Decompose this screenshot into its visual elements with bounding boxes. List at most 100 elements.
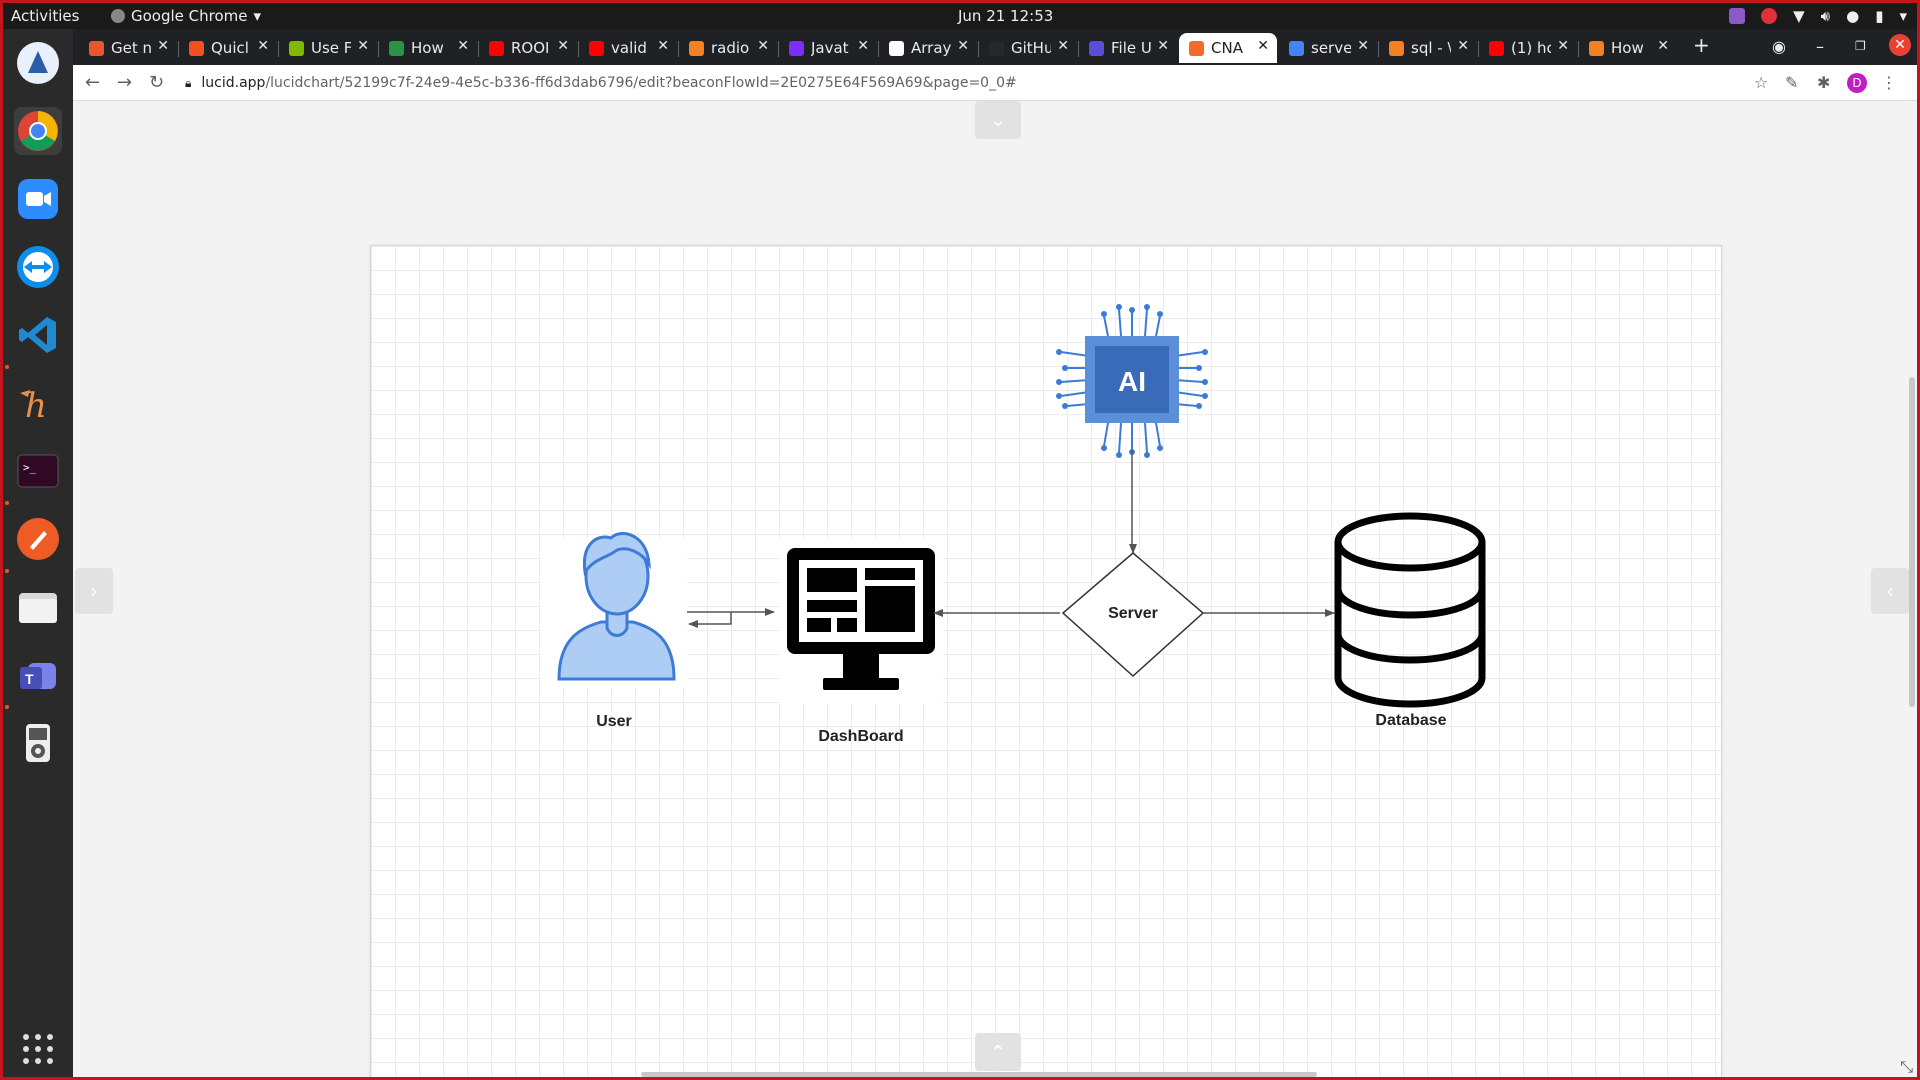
tab-close-icon[interactable]: ✕ <box>1657 38 1669 54</box>
tab-close-icon[interactable]: ✕ <box>1457 38 1469 54</box>
browser-tab[interactable]: Get n ✕ <box>79 33 177 63</box>
tab-favicon-icon <box>289 40 304 56</box>
collapse-bottom-panel-button[interactable]: ⌃ <box>975 1033 1021 1071</box>
system-tray[interactable]: ▼ 🔊︎ ● ▮ ▾ <box>1729 7 1907 25</box>
tab-favicon-icon <box>789 40 804 56</box>
browser-tab[interactable]: CNA✕ <box>1179 33 1277 63</box>
system-menu-caret-icon[interactable]: ▾ <box>1899 7 1907 25</box>
restore-icon[interactable]: ❐ <box>1855 39 1866 53</box>
tab-title: Get n <box>111 39 151 57</box>
show-applications-button[interactable] <box>14 1025 62 1073</box>
diagram-page[interactable]: AI <box>370 245 1722 1077</box>
tab-close-icon[interactable]: ✕ <box>1157 38 1169 54</box>
extension-feather-icon[interactable]: ✎ <box>1785 73 1799 92</box>
browser-toolbar: ← → ↻ 🔒︎ lucid.app/lucidchart/52199c7f-2… <box>73 65 1917 101</box>
tab-close-icon[interactable]: ✕ <box>757 38 769 54</box>
lucid-canvas[interactable]: ⌄ › ‹ <box>73 101 1917 1077</box>
browser-tab[interactable]: Javat✕ <box>779 33 877 63</box>
back-icon[interactable]: ← <box>85 72 101 93</box>
profile-avatar[interactable]: D <box>1847 73 1867 93</box>
notification-icon[interactable] <box>1729 8 1746 24</box>
tab-close-icon[interactable]: ✕ <box>1557 38 1569 54</box>
tab-title: valid <box>611 39 647 57</box>
close-window-icon[interactable]: ✕ <box>1889 34 1911 56</box>
bookmark-star-icon[interactable]: ☆ <box>1754 73 1769 92</box>
chrome-menu-icon[interactable]: ⋮ <box>1881 73 1897 92</box>
dock-files[interactable] <box>14 583 62 631</box>
reload-icon[interactable]: ↻ <box>149 72 165 93</box>
browser-tab[interactable]: serve ✕ <box>1279 33 1377 63</box>
microphone-icon[interactable]: ● <box>1846 7 1860 25</box>
browser-tab[interactable]: ROOI✕ <box>479 33 577 63</box>
tab-close-icon[interactable]: ✕ <box>857 38 869 54</box>
expand-left-panel-button[interactable]: › <box>75 568 113 614</box>
tab-favicon-icon <box>489 40 504 56</box>
browser-tab[interactable]: (1) hc✕ <box>1479 33 1577 63</box>
tab-close-icon[interactable]: ✕ <box>657 38 669 54</box>
do-not-disturb-icon[interactable] <box>1761 8 1778 24</box>
lock-icon[interactable]: 🔒︎ <box>185 75 192 90</box>
app-menu[interactable]: Google Chrome ▾ <box>111 7 261 25</box>
dock-zoom[interactable] <box>14 175 62 223</box>
browser-tab[interactable]: radio✕ <box>679 33 777 63</box>
server-decision-shape[interactable]: Server <box>1061 552 1205 678</box>
browser-tab[interactable]: Use F✕ <box>279 33 377 63</box>
clock[interactable]: Jun 21 12:53 <box>958 7 1054 25</box>
url-host: lucid.app <box>201 75 266 91</box>
dock-teams[interactable]: T <box>14 651 62 699</box>
browser-tab[interactable]: valid ✕ <box>579 33 677 63</box>
tab-close-icon[interactable]: ✕ <box>1357 38 1369 54</box>
dock-vscode[interactable] <box>14 311 62 359</box>
tab-separator <box>778 41 779 57</box>
ai-chip-icon[interactable]: AI <box>1056 304 1208 458</box>
connector-dashboard-to-user[interactable] <box>688 612 732 628</box>
browser-tab[interactable]: How✕ <box>379 33 477 63</box>
browser-tab[interactable]: Quicl✕ <box>179 33 277 63</box>
browser-tab[interactable]: File U✕ <box>1079 33 1177 63</box>
fit-to-screen-icon[interactable]: ⤡ <box>1900 1057 1913 1076</box>
minimize-icon[interactable]: – <box>1816 37 1824 56</box>
tab-close-icon[interactable]: ✕ <box>157 38 169 54</box>
dock-terminal[interactable]: >_ <box>14 447 62 495</box>
dock-postman[interactable] <box>14 515 62 563</box>
dock-teamviewer[interactable] <box>14 243 62 291</box>
browser-tab[interactable]: GitHu✕ <box>979 33 1077 63</box>
browser-tab[interactable]: sql - \✕ <box>1379 33 1477 63</box>
dashboard-monitor-icon[interactable] <box>779 538 943 704</box>
wifi-icon[interactable]: ▼ <box>1793 7 1805 25</box>
volume-icon[interactable]: 🔊︎ <box>1820 7 1831 25</box>
battery-icon[interactable]: ▮ <box>1875 7 1884 25</box>
forward-icon[interactable]: → <box>117 72 133 93</box>
database-icon[interactable] <box>1334 512 1486 708</box>
vertical-scrollbar[interactable] <box>1909 377 1915 707</box>
tab-close-icon[interactable]: ✕ <box>1057 38 1069 54</box>
tab-favicon-icon <box>1289 40 1304 56</box>
browser-tab[interactable]: How✕ <box>1579 33 1677 63</box>
tab-search-icon[interactable]: ◉ <box>1772 37 1786 56</box>
user-icon[interactable] <box>541 532 687 688</box>
tab-separator <box>878 41 879 57</box>
address-bar[interactable]: 🔒︎ lucid.app/lucidchart/52199c7f-24e9-4e… <box>185 69 1845 97</box>
tab-close-icon[interactable]: ✕ <box>557 38 569 54</box>
extensions-puzzle-icon[interactable]: ✱ <box>1817 73 1831 92</box>
tab-close-icon[interactable]: ✕ <box>457 38 469 54</box>
tab-close-icon[interactable]: ✕ <box>357 38 369 54</box>
tab-title: serve <box>1311 39 1351 57</box>
chevron-right-icon: › <box>90 579 98 603</box>
tab-close-icon[interactable]: ✕ <box>257 38 269 54</box>
tab-close-icon[interactable]: ✕ <box>1257 38 1269 54</box>
tab-close-icon[interactable]: ✕ <box>957 38 969 54</box>
new-tab-button[interactable]: + <box>1693 33 1710 57</box>
browser-tab[interactable]: Array✕ <box>879 33 977 63</box>
dock-hyper[interactable]: h <box>14 379 62 427</box>
dock-chrome[interactable] <box>14 107 62 155</box>
connector-ai-to-server[interactable] <box>1129 450 1137 554</box>
activities-button[interactable]: Activities <box>11 7 80 25</box>
running-indicator <box>5 501 9 505</box>
tab-separator <box>1078 41 1079 57</box>
dock-lutris[interactable] <box>14 39 62 87</box>
collapse-top-toolbar-button[interactable]: ⌄ <box>975 101 1021 139</box>
horizontal-scrollbar[interactable] <box>641 1072 1317 1077</box>
expand-right-panel-button[interactable]: ‹ <box>1871 568 1909 614</box>
dock-ipod[interactable] <box>14 719 62 767</box>
